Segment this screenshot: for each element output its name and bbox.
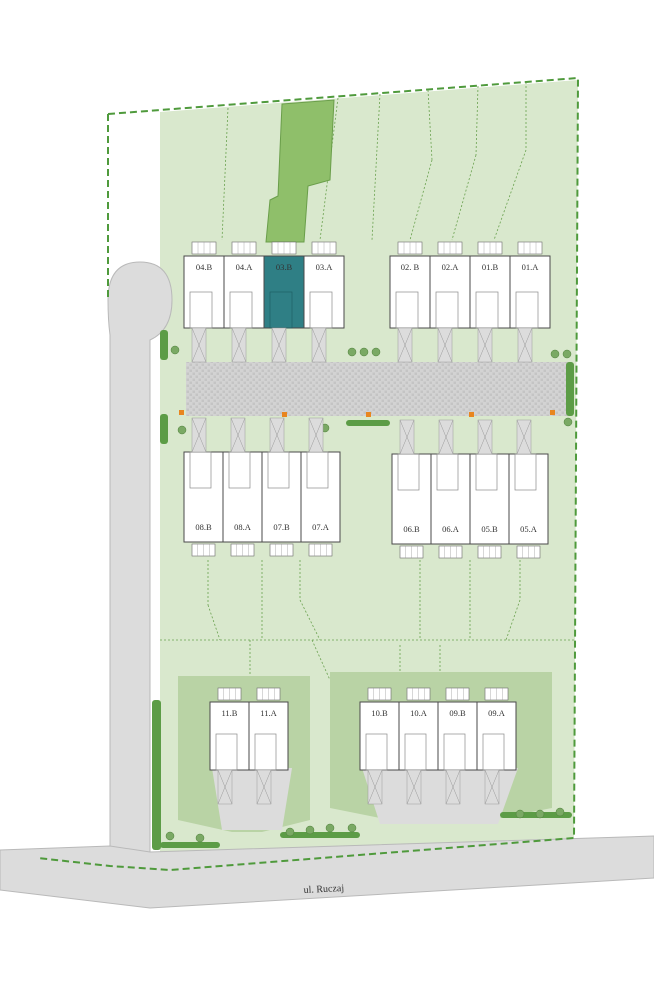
driveway-mark bbox=[438, 419, 454, 455]
house-unit-03-b[interactable]: 03.B bbox=[263, 241, 305, 363]
house-unit-07-b[interactable]: 07.B bbox=[261, 417, 302, 557]
house-label: 02. B bbox=[401, 262, 420, 272]
house-label: 07.B bbox=[273, 522, 290, 532]
driveway-mark bbox=[230, 417, 246, 453]
access-road bbox=[107, 261, 173, 881]
driveway-mark bbox=[191, 417, 207, 453]
house-label: 01.A bbox=[522, 262, 540, 272]
house-unit-05-a[interactable]: 05.A bbox=[508, 419, 549, 559]
house-label: 06.A bbox=[442, 524, 460, 534]
internal-driveway bbox=[186, 362, 572, 416]
site-boundary bbox=[37, 76, 580, 872]
house-label: 04.B bbox=[196, 262, 213, 272]
driveway-mark bbox=[406, 769, 422, 805]
driveway-mark bbox=[271, 327, 287, 363]
driveway-mark bbox=[311, 327, 327, 363]
house-unit-01-a[interactable]: 01.A bbox=[509, 241, 551, 363]
driveway-mark bbox=[217, 769, 233, 805]
plot-divisions bbox=[160, 82, 574, 681]
house-body bbox=[437, 701, 478, 771]
house-unit-06-b[interactable]: 06.B bbox=[391, 419, 432, 559]
house-label: 05.B bbox=[481, 524, 498, 534]
house-unit-10-a[interactable]: 10.A bbox=[398, 687, 439, 805]
house-unit-07-a[interactable]: 07.A bbox=[300, 417, 341, 557]
driveway-mark bbox=[516, 419, 532, 455]
shrubs bbox=[165, 345, 573, 843]
house-label: 08.B bbox=[195, 522, 212, 532]
house-label: 11.A bbox=[260, 708, 277, 718]
house-label: 08.A bbox=[234, 522, 252, 532]
house-label: 10.A bbox=[410, 708, 428, 718]
driveway-mark bbox=[191, 327, 207, 363]
house-unit-02-a[interactable]: 02.A bbox=[429, 241, 471, 363]
house-label: 09.A bbox=[488, 708, 506, 718]
house-label: 07.A bbox=[312, 522, 330, 532]
houses: 04.B 04.A 03.B 03.A 02. B 02.A 01.B 01.A 08.B 08.… bbox=[183, 241, 551, 805]
driveway-mark bbox=[231, 327, 247, 363]
house-body bbox=[391, 453, 432, 545]
house-body bbox=[359, 701, 400, 771]
house-unit-09-a[interactable]: 09.A bbox=[476, 687, 517, 805]
driveway-mark bbox=[256, 769, 272, 805]
driveway-mark bbox=[445, 769, 461, 805]
house-label: 11.B bbox=[222, 708, 238, 718]
house-label: 06.B bbox=[403, 524, 420, 534]
house-body bbox=[261, 451, 302, 543]
utility-markers bbox=[179, 410, 555, 417]
house-label: 09.B bbox=[449, 708, 466, 718]
house-unit-05-b[interactable]: 05.B bbox=[469, 419, 510, 559]
house-unit-11-b[interactable]: 11.B bbox=[209, 687, 250, 805]
driveway-mark bbox=[477, 327, 493, 363]
driveway-mark bbox=[477, 419, 493, 455]
house-label: 05.A bbox=[520, 524, 538, 534]
driveway-mark bbox=[437, 327, 453, 363]
house-label: 03.B bbox=[276, 262, 293, 272]
driveway-mark bbox=[367, 769, 383, 805]
courtyard-paving-east bbox=[362, 768, 518, 824]
driveway-mark bbox=[399, 419, 415, 455]
street-label: ul. Ruczaj bbox=[303, 883, 344, 896]
house-body bbox=[222, 451, 263, 543]
house-unit-10-b[interactable]: 10.B bbox=[359, 687, 400, 805]
house-label: 01.B bbox=[482, 262, 499, 272]
house-unit-04-b[interactable]: 04.B bbox=[183, 241, 225, 363]
house-body bbox=[476, 701, 517, 771]
house-unit-09-b[interactable]: 09.B bbox=[437, 687, 478, 805]
house-label: 10.B bbox=[371, 708, 388, 718]
house-unit-08-b[interactable]: 08.B bbox=[183, 417, 224, 557]
house-body bbox=[209, 701, 250, 771]
driveway-mark bbox=[517, 327, 533, 363]
house-unit-08-a[interactable]: 08.A bbox=[222, 417, 263, 557]
driveway-mark bbox=[484, 769, 500, 805]
driveway-mark bbox=[269, 417, 285, 453]
house-unit-06-a[interactable]: 06.A bbox=[430, 419, 471, 559]
driveway-mark bbox=[397, 327, 413, 363]
house-body bbox=[398, 701, 439, 771]
driveway-mark bbox=[308, 417, 324, 453]
street-ul-ruczaj bbox=[0, 835, 654, 909]
house-label: 02.A bbox=[442, 262, 460, 272]
house-body bbox=[469, 453, 510, 545]
house-label: 04.A bbox=[236, 262, 254, 272]
house-body bbox=[300, 451, 341, 543]
house-label: 03.A bbox=[316, 262, 334, 272]
house-body bbox=[430, 453, 471, 545]
house-unit-03-a[interactable]: 03.A bbox=[303, 241, 345, 363]
house-unit-11-a[interactable]: 11.A bbox=[248, 687, 289, 805]
selected-unit-garden[interactable] bbox=[265, 99, 335, 243]
